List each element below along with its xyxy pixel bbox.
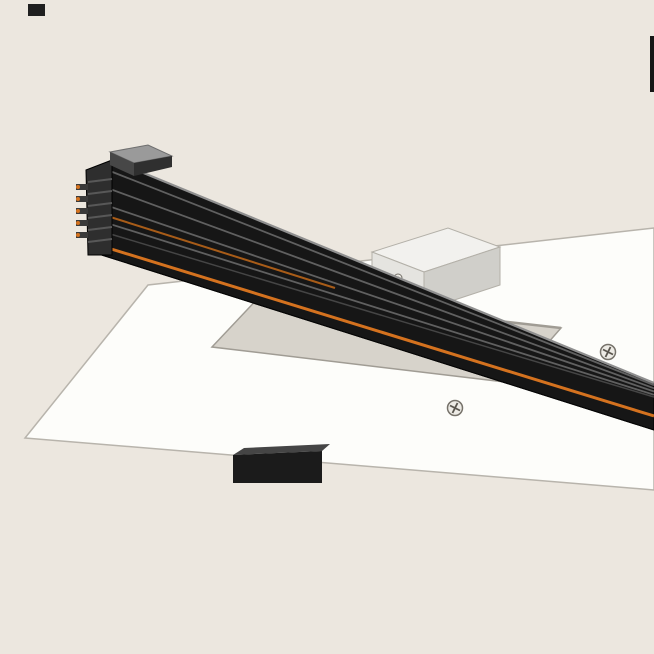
- track-top-rail-step: [108, 144, 174, 176]
- ceiling-screw-upper: [599, 343, 617, 361]
- end-cap-face: [85, 159, 113, 256]
- lower-stub-top-face: [233, 444, 330, 455]
- end-cap-fin: [87, 202, 113, 207]
- track-fin-ridge: [98, 201, 654, 393]
- track-fin-ridge: [93, 217, 654, 396]
- end-cap-tooth: [76, 196, 88, 202]
- track-bottom-edge: [91, 251, 654, 431]
- ceiling-screw-lower: [446, 399, 464, 417]
- track-top-highlight: [111, 158, 654, 385]
- end-cap-tooth: [76, 232, 88, 238]
- lower-track-stub: [233, 444, 330, 483]
- conductor-tip: [76, 209, 80, 213]
- rail-step-front-face: [110, 152, 134, 176]
- right-edge-object: [650, 36, 654, 92]
- conductor-stripe-main: [94, 242, 654, 418]
- conductor-tip: [76, 185, 80, 189]
- end-cap-fin: [87, 238, 113, 243]
- track-fin-ridge: [103, 185, 654, 390]
- conductor-tip: [76, 233, 80, 237]
- lower-stub-front-face: [233, 451, 322, 483]
- end-cap-fin: [87, 190, 113, 195]
- conductor-tip: [76, 221, 80, 225]
- end-cap-tooth: [76, 208, 88, 214]
- track-mid-edge: [96, 229, 654, 398]
- end-cap-fin: [87, 226, 113, 231]
- screw-cross-line: [451, 402, 459, 414]
- conductor-tip: [76, 197, 80, 201]
- end-cap-tooth: [76, 220, 88, 226]
- corner-mark: [28, 4, 45, 16]
- screw-cross-line: [604, 346, 612, 358]
- track-fin-ridge: [108, 169, 654, 386]
- rail-step-side-face: [134, 156, 172, 176]
- end-cap-fin: [87, 214, 113, 219]
- conductor-stripe-upper: [103, 214, 336, 289]
- end-cap-fin: [87, 178, 113, 183]
- end-cap-tooth: [76, 184, 88, 190]
- track-end-cross-section: [76, 159, 113, 256]
